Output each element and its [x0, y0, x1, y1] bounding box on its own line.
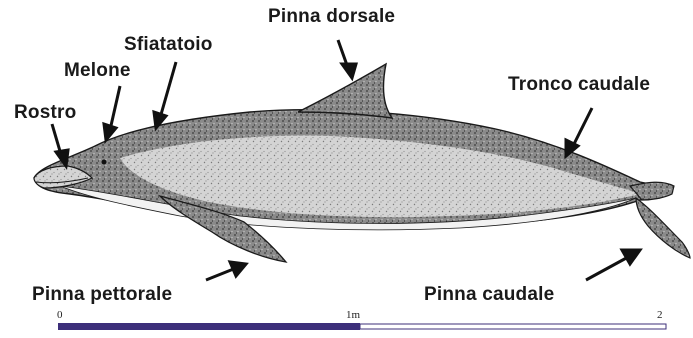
label-melone: Melone [64, 60, 131, 82]
label-rostro: Rostro [14, 102, 76, 124]
scale-bar-empty [360, 324, 666, 329]
label-sfiatatoio: Sfiatatoio [124, 34, 213, 56]
label-pinna-dorsale: Pinna dorsale [268, 6, 395, 28]
scale-label-end: 2 [657, 309, 663, 321]
scale-label-middle: 1m [346, 309, 360, 321]
scale-bar-filled [58, 323, 360, 330]
label-pinna-caudale: Pinna caudale [424, 284, 554, 306]
dorsal-fin [298, 64, 392, 118]
label-pinna-pettorale: Pinna pettorale [32, 284, 172, 306]
scale-label-start: 0 [57, 309, 63, 321]
label-tronco-caudale: Tronco caudale [508, 74, 650, 96]
dolphin-eye [102, 160, 107, 165]
tail-fluke-lower [636, 198, 690, 258]
